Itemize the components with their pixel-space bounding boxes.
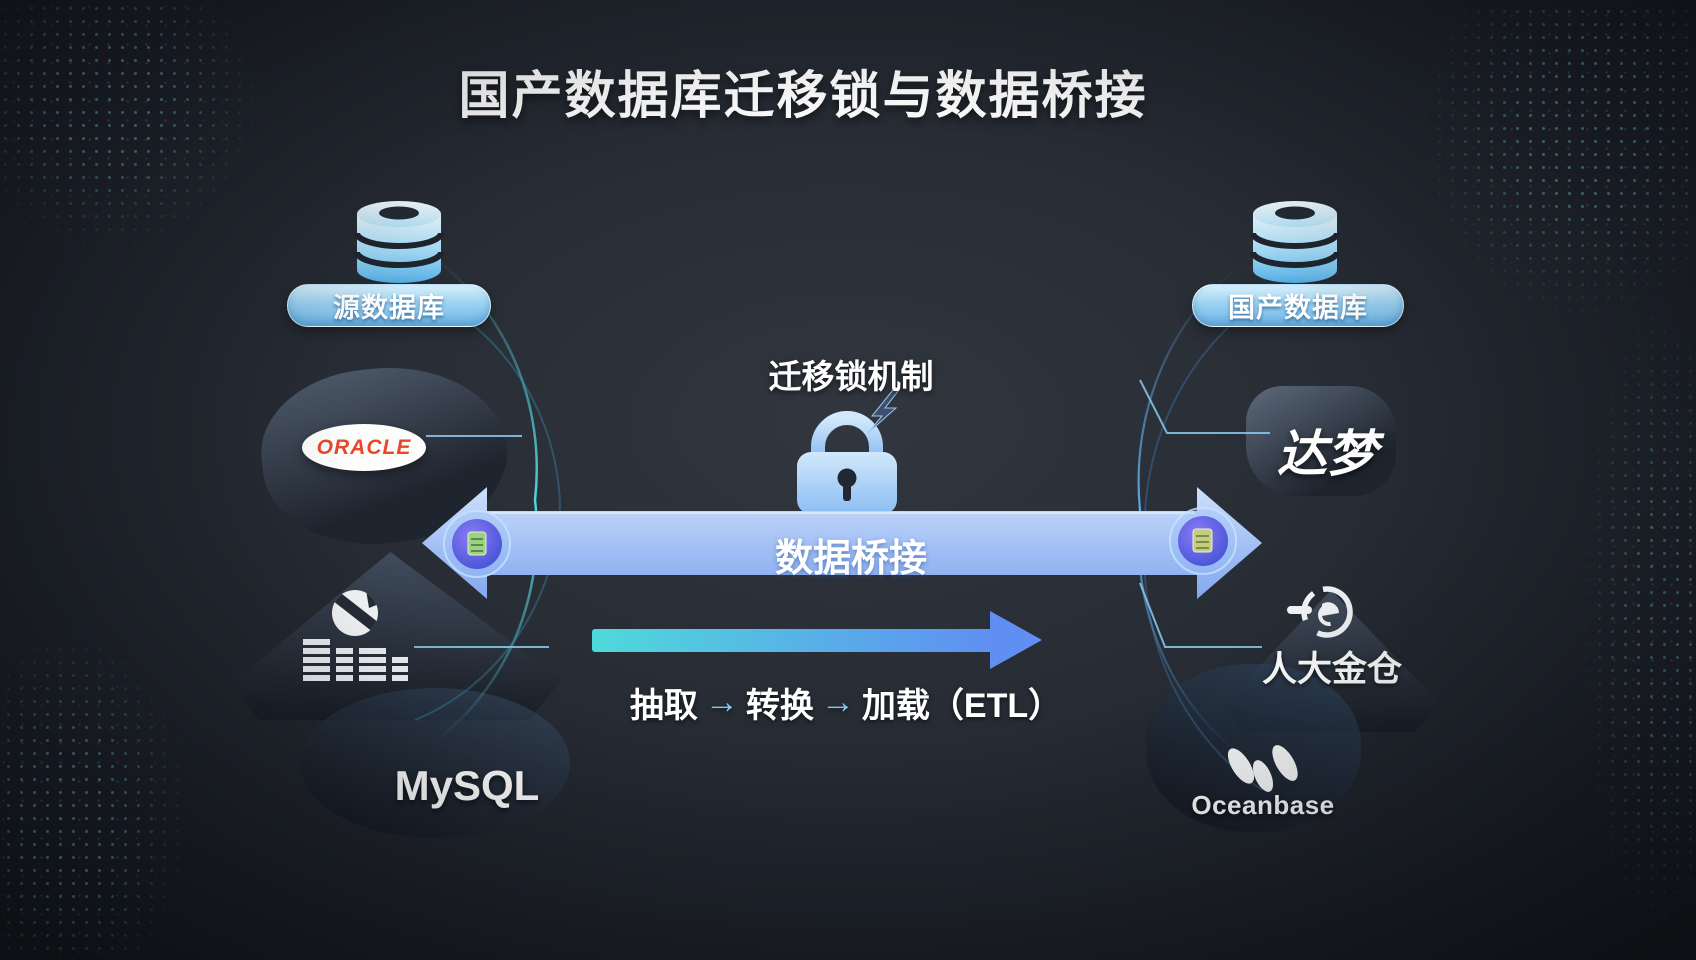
connector-badge-left xyxy=(443,510,511,578)
database-icon-left xyxy=(354,201,444,283)
kingbase-logo: 人大金仓 xyxy=(1261,650,1402,689)
domestic-db-label: 国产数据库 xyxy=(1228,293,1368,323)
data-bridge-label: 数据桥接 xyxy=(774,538,927,580)
etl-step-transform: 转换 xyxy=(745,687,814,725)
connector-dameng xyxy=(1139,379,1270,434)
etl-caption: 抽取 → 转换 → 加载（ETL） xyxy=(628,678,1064,727)
etl-arrow-glyph: → xyxy=(820,683,855,721)
kingbase-icon xyxy=(1287,586,1353,638)
source-db-pill: 源数据库 xyxy=(287,284,491,327)
oceanbase-icon xyxy=(1227,745,1298,792)
page-title: 国产数据库迁移锁与数据桥接 xyxy=(458,67,1148,124)
dameng-logo: 达梦 xyxy=(1277,426,1377,482)
lock-icon xyxy=(797,411,897,514)
source-db-label: 源数据库 xyxy=(333,293,445,323)
etl-step-load: 加载（ETL） xyxy=(861,687,1063,725)
left-arc xyxy=(414,253,562,747)
connector-badge-right xyxy=(1169,507,1237,575)
migration-lock-title: 迁移锁机制 xyxy=(768,358,934,395)
etl-arrow xyxy=(592,611,1042,669)
oracle-logo: ORACLE xyxy=(302,424,426,471)
domestic-db-pill: 国产数据库 xyxy=(1192,284,1404,327)
mysql-analytics-icon xyxy=(303,590,408,681)
oceanbase-logo-text: Oceanbase xyxy=(1191,790,1335,820)
etl-step-extract: 抽取 xyxy=(629,687,698,725)
etl-arrow-glyph: → xyxy=(704,683,739,721)
mysql-logo: MySQL xyxy=(394,762,540,809)
database-icon-right xyxy=(1250,201,1340,283)
